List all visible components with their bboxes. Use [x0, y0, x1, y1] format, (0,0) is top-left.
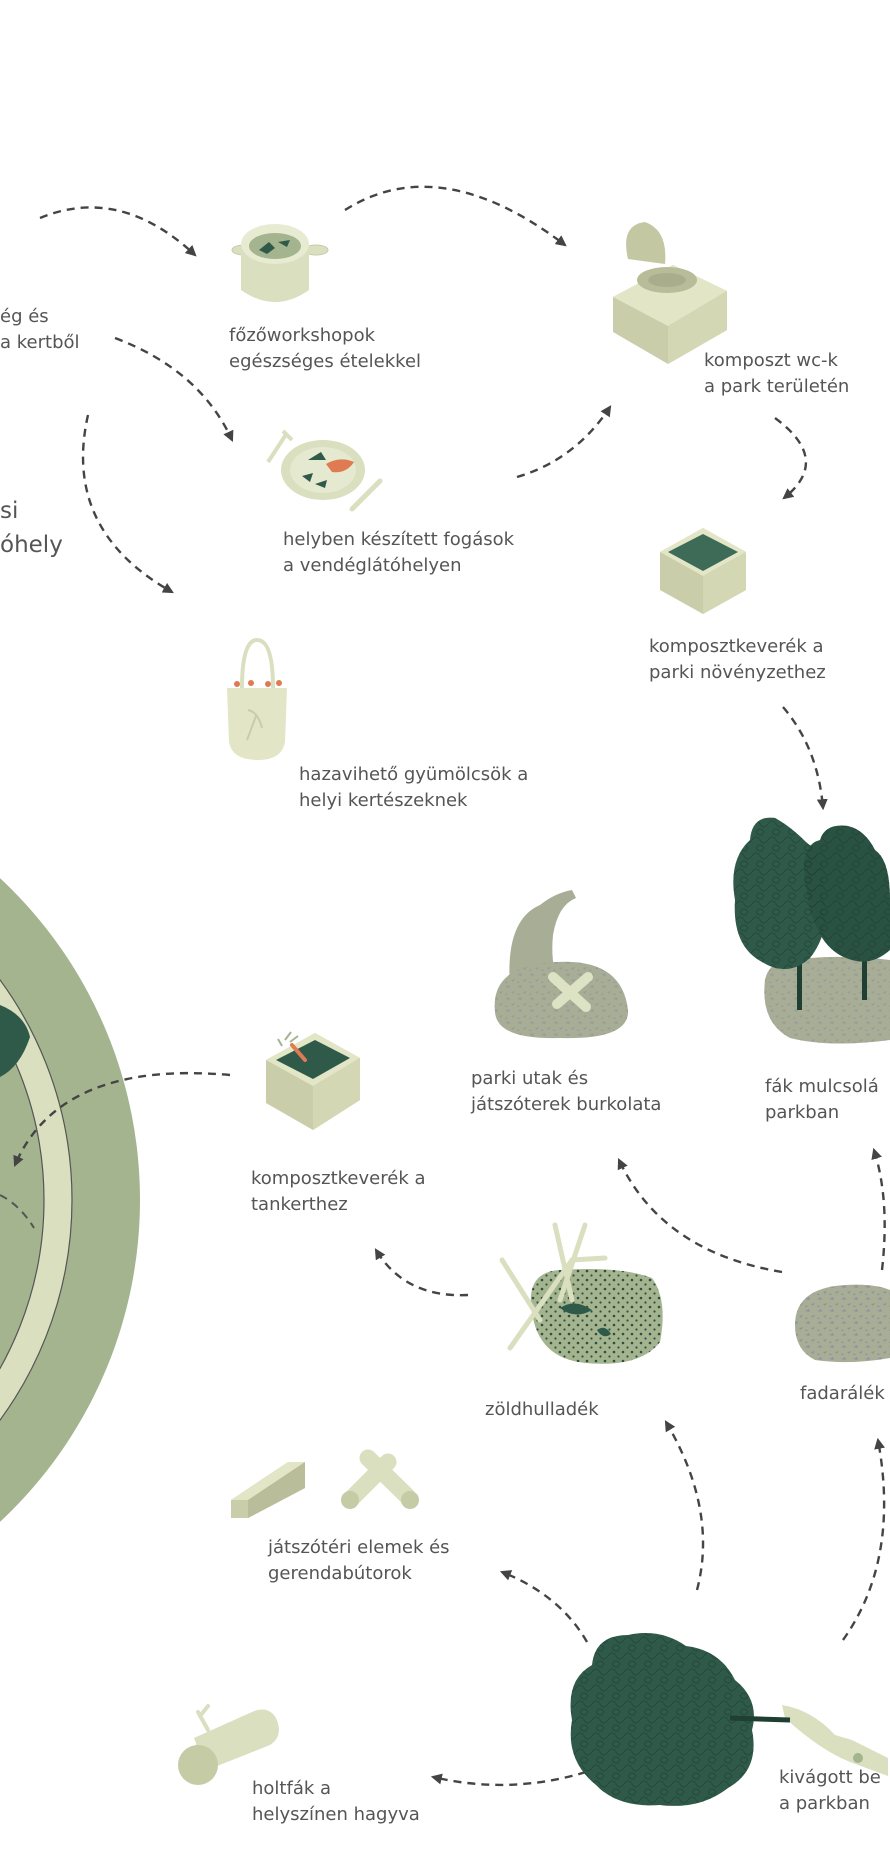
label-felled-trees: kivágott be a parkban [779, 1765, 881, 1817]
arrow-produce-to-workshops [40, 207, 195, 255]
label-take-home-fruit: hazavihető gyümölcsök a helyi kertészekn… [299, 762, 528, 814]
trees-mulching-icon [733, 818, 890, 1044]
arrow-toilets-to-compost [775, 418, 806, 498]
green-waste-icon [502, 1225, 663, 1364]
label-line: fadarálék [800, 1381, 885, 1407]
compost-toilet-icon [613, 222, 727, 364]
garden-circle [0, 760, 140, 1640]
label-line: komposztkeverék a [251, 1166, 426, 1192]
label-line: hazavihető gyümölcsök a [299, 762, 528, 788]
label-compost-garden: komposztkeverék a tankerthez [251, 1166, 426, 1218]
arrow-dishes-to-toilets [517, 407, 610, 477]
compost-box-garden-icon [266, 1032, 360, 1130]
label-line: helyi kertészeknek [299, 788, 528, 814]
label-line: holtfák a [252, 1776, 420, 1802]
compost-box-park-icon [660, 528, 746, 614]
label-play-elements: játszótéri elemek és gerendabútorok [268, 1535, 450, 1587]
label-line: parkban [765, 1100, 879, 1126]
label-line: a parkban [779, 1791, 881, 1817]
label-line: fák mulcsolá [765, 1074, 879, 1100]
label-hospitality-partial: si óhely [0, 494, 63, 562]
label-line: óhely [0, 528, 63, 562]
label-line: gerendabútorok [268, 1561, 450, 1587]
label-line: komposztkeverék a [649, 634, 826, 660]
label-line: parki utak és [471, 1066, 661, 1092]
label-line: helyszínen hagyva [252, 1802, 420, 1828]
label-line: helyben készített fogások [283, 527, 514, 553]
label-compost-toilets: komposzt wc-k a park területén [704, 348, 849, 400]
label-line: egészséges ételekkel [229, 349, 421, 375]
play-elements-icon [231, 1458, 419, 1518]
label-cooking-workshops: főzőworkshopok egészséges ételekkel [229, 323, 421, 375]
arrow-compost-to-trees [783, 707, 823, 808]
label-produce-partial: ég és a kertből [0, 304, 80, 356]
label-compost-park: komposztkeverék a parki növényzethez [649, 634, 826, 686]
arrow-produce-to-fruit [83, 415, 172, 592]
label-line: főzőworkshopok [229, 323, 421, 349]
arrow-felled-to-greenwaste [666, 1422, 703, 1590]
label-tree-mulching: fák mulcsolá parkban [765, 1074, 879, 1126]
label-paths-playgrounds: parki utak és játszóterek burkolata [471, 1066, 661, 1118]
tote-bag-icon [227, 640, 287, 760]
label-green-waste: zöldhulladék [485, 1397, 599, 1423]
label-line: parki növényzethez [649, 660, 826, 686]
label-line: játszóterek burkolata [471, 1092, 661, 1118]
arrow-produce-to-dishes [115, 338, 232, 440]
label-line: a kertből [0, 330, 80, 356]
label-line: zöldhulladék [485, 1397, 599, 1423]
label-line: tankerthez [251, 1192, 426, 1218]
label-line: ég és [0, 304, 80, 330]
label-wood-chips: fadarálék [800, 1381, 885, 1407]
arrow-greenwaste-to-compostgarden [376, 1250, 468, 1295]
label-line: játszótéri elemek és [268, 1535, 450, 1561]
label-line: si [0, 494, 63, 528]
arrow-workshops-to-toilets [345, 187, 565, 245]
plate-with-food-icon [268, 431, 380, 509]
label-local-dishes: helyben készített fogások a vendéglátóhe… [283, 527, 514, 579]
arrow-felled-to-woodchips [843, 1440, 884, 1640]
label-line: a park területén [704, 374, 849, 400]
label-deadwood: holtfák a helyszínen hagyva [252, 1776, 420, 1828]
arrow-woodchips-to-paths [619, 1160, 782, 1272]
wood-chips-pile-icon [795, 1285, 890, 1362]
deadwood-log-icon [178, 1706, 279, 1785]
cooking-pot-icon [232, 224, 328, 302]
arrow-felled-to-play [502, 1572, 587, 1642]
label-line: kivágott be [779, 1765, 881, 1791]
arrow-woodchips-to-mulching [874, 1150, 885, 1270]
park-path-mound-icon [495, 890, 628, 1038]
label-line: a vendéglátóhelyen [283, 553, 514, 579]
label-line: komposzt wc-k [704, 348, 849, 374]
arrow-felled-to-deadwood [433, 1772, 586, 1785]
